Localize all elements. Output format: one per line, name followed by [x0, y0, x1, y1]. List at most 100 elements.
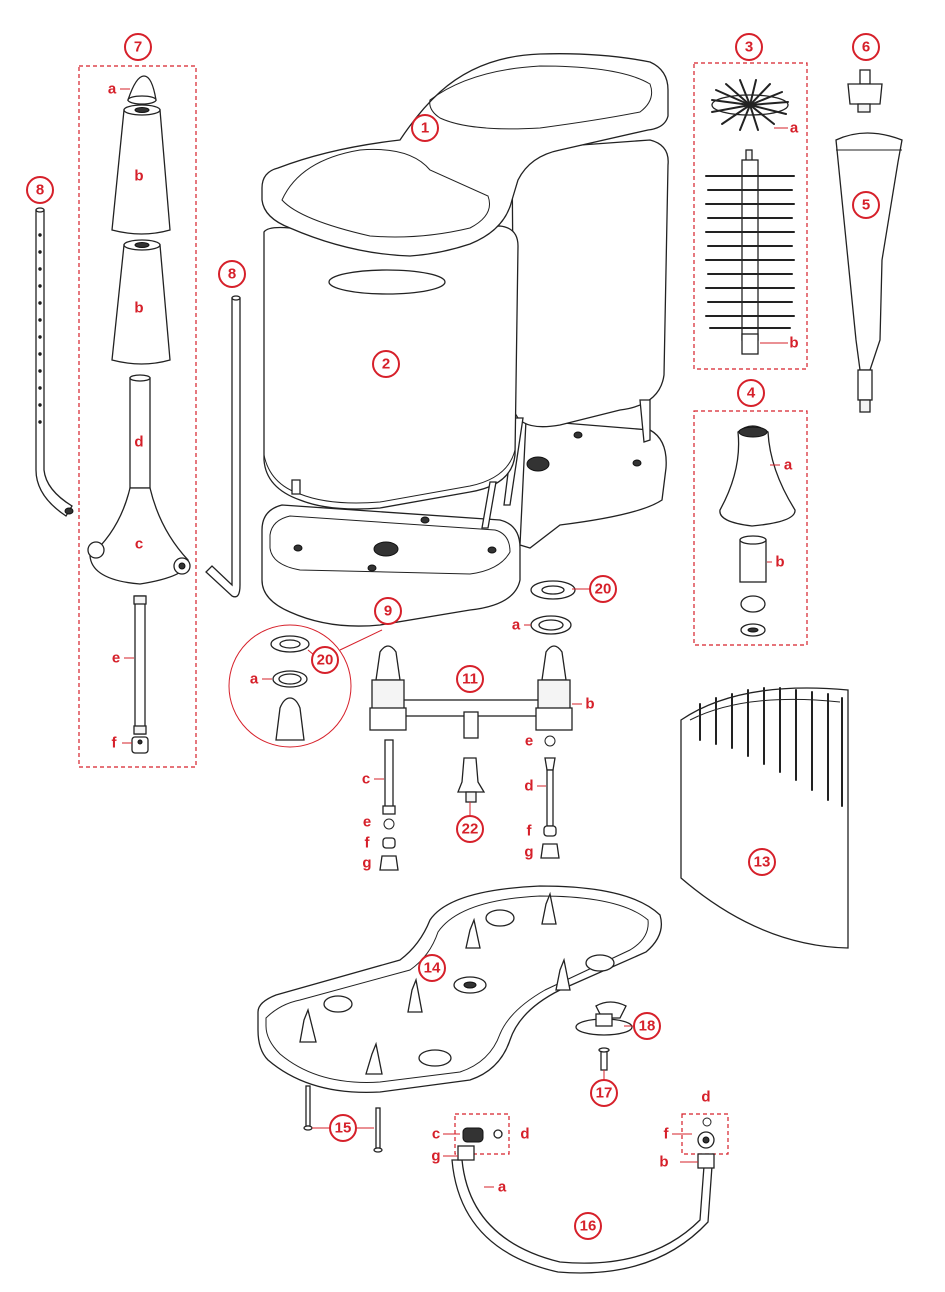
svg-text:20: 20: [595, 581, 612, 598]
label-3a: a: [790, 120, 799, 137]
part-7b-upper-cone: [111, 109, 171, 235]
part-7c-base: [89, 487, 189, 585]
svg-text:16: 16: [580, 1218, 597, 1235]
svg-text:14: 14: [424, 960, 441, 977]
svg-text:4: 4: [747, 385, 756, 402]
label-3b: b: [789, 335, 798, 352]
callout-15: 15: [312, 1114, 374, 1142]
part-16-hose: [451, 1113, 729, 1274]
part-13-bristle-mat: [680, 687, 849, 949]
svg-text:8: 8: [228, 266, 236, 283]
label-11c: c: [362, 771, 370, 788]
part-1-rim: [261, 53, 669, 257]
part-3-group: [693, 62, 808, 370]
label-16b: b: [659, 1154, 668, 1171]
callout-9: 9: [374, 597, 402, 625]
label-16d-left: d: [520, 1126, 529, 1143]
label-16c: c: [432, 1126, 440, 1143]
label-16d-right: d: [701, 1089, 710, 1106]
part-7-box: [78, 65, 197, 768]
part-7f-nut: [131, 736, 149, 754]
part-11-manifold: [369, 645, 573, 871]
mat-bristles: [699, 687, 843, 807]
tray-drain-large: [373, 541, 399, 557]
part-8-middle-tube: [205, 295, 241, 598]
label-7b-lower: b: [134, 300, 143, 317]
svg-text:6: 6: [862, 39, 870, 56]
callout-20-detail: 20: [307, 646, 339, 674]
part-3b-brush-long: [705, 149, 795, 355]
callout-13: 13: [748, 848, 776, 876]
callout-6: 6: [852, 33, 880, 61]
detail-circle: [228, 624, 383, 748]
part-4b-sleeve: [739, 539, 767, 583]
label-16g: g: [431, 1148, 440, 1165]
label-7d: d: [134, 434, 143, 451]
part-4-box: [693, 410, 808, 646]
part-15-screws: [303, 1085, 383, 1153]
part-18-foot: [575, 1013, 633, 1036]
label-7f: f: [112, 735, 118, 752]
callout-2: 2: [372, 350, 400, 378]
label-7b-upper: b: [134, 168, 143, 185]
svg-text:13: 13: [754, 854, 771, 871]
label-4a: a: [784, 457, 793, 474]
tube-holes: [38, 233, 42, 424]
callout-8-middle: 8: [218, 260, 246, 288]
callout-16: 16: [574, 1212, 602, 1240]
svg-text:11: 11: [462, 671, 478, 688]
part-7e-rod: [134, 595, 146, 735]
svg-text:2: 2: [382, 356, 390, 373]
part-7a-tip: [127, 75, 157, 101]
part-9-tray: [261, 419, 667, 627]
part-5-funnel: [835, 132, 903, 413]
part-4a-cover: [719, 425, 796, 527]
svg-text:3: 3: [745, 39, 753, 56]
label-11g-right: g: [524, 844, 533, 861]
callout-17: 17: [590, 1070, 618, 1107]
callout-7: 7: [124, 33, 152, 61]
part-4-group: [693, 410, 808, 646]
label-11e-left: e: [363, 814, 371, 831]
svg-text:5: 5: [862, 197, 870, 214]
sub-labels: a b b d c e f a b a b a a b c d e e f f …: [108, 81, 799, 1196]
callouts: 7 8 8 1 2 3 6 5 4 9 20 20 11 22 13 14 18…: [26, 33, 880, 1240]
label-detail-a: a: [250, 671, 259, 688]
svg-text:17: 17: [596, 1085, 613, 1102]
label-4b: b: [775, 554, 784, 571]
callout-8-left: 8: [26, 176, 54, 204]
callout-11: 11: [456, 665, 484, 693]
svg-text:20: 20: [317, 652, 334, 669]
part-3-box: [693, 62, 808, 370]
brush-bristles: [705, 175, 795, 329]
callout-4: 4: [737, 379, 765, 407]
part-4-spring: [740, 595, 766, 613]
callout-22: 22: [456, 802, 484, 843]
part-3a-brush-head: [711, 79, 789, 131]
svg-text:9: 9: [384, 603, 392, 620]
callout-14: 14: [418, 954, 446, 982]
label-11d: d: [524, 778, 533, 795]
label-11f-left: f: [365, 835, 371, 852]
label-11e-right: e: [525, 733, 533, 750]
label-16a: a: [498, 1179, 507, 1196]
svg-text:8: 8: [36, 182, 44, 199]
label-11a: a: [512, 617, 521, 634]
callout-18: 18: [624, 1012, 661, 1040]
label-11f-right: f: [527, 823, 533, 840]
part-7-group: [78, 65, 197, 768]
svg-text:1: 1: [421, 120, 429, 137]
part-7b-lower-cone: [111, 244, 171, 365]
label-7e: e: [112, 650, 120, 667]
callout-3: 3: [735, 33, 763, 61]
svg-text:22: 22: [462, 821, 479, 838]
callout-1: 1: [411, 114, 439, 142]
svg-text:7: 7: [134, 39, 142, 56]
part-20-right: [530, 580, 576, 635]
label-11g-left: g: [362, 855, 371, 872]
svg-text:15: 15: [335, 1120, 352, 1137]
svg-text:18: 18: [639, 1018, 656, 1035]
part-6-connector: [847, 69, 883, 113]
part-8-left-tube: [35, 207, 74, 517]
